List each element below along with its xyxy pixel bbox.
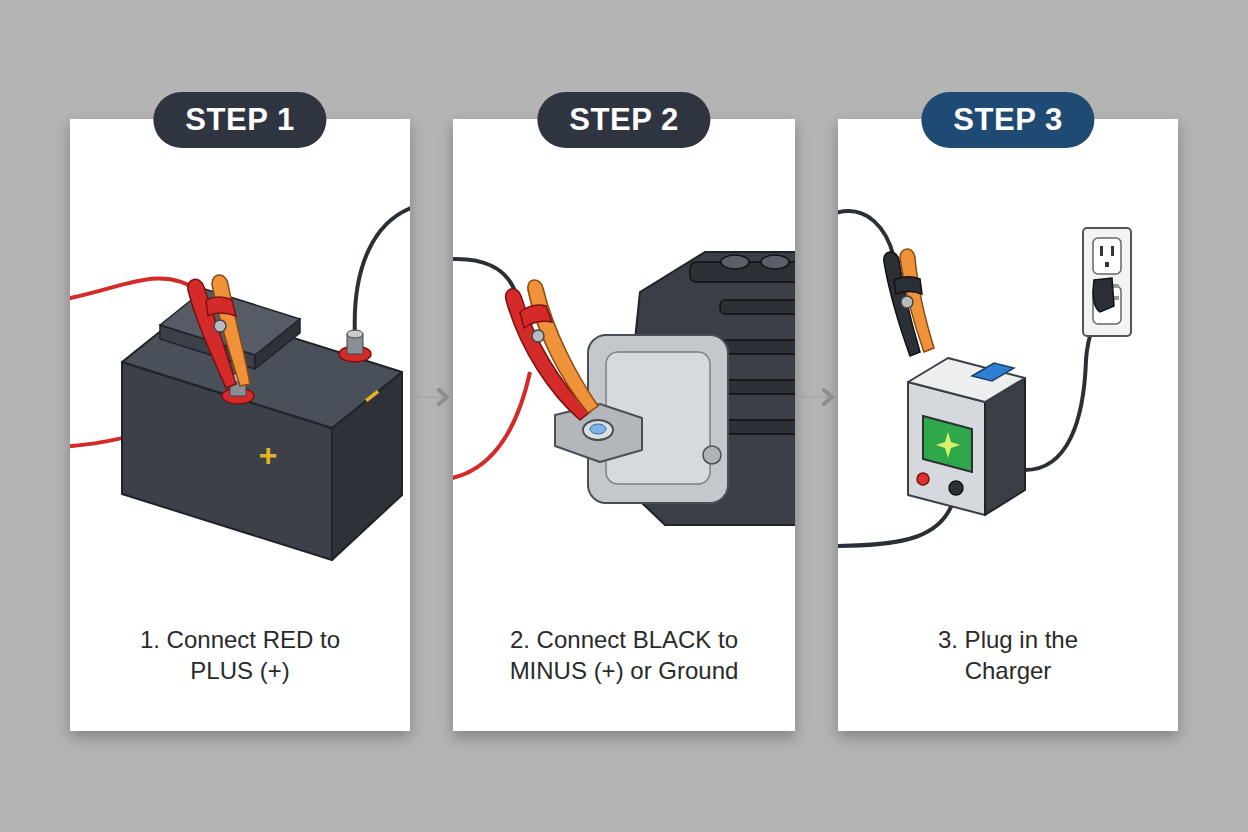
battery-front bbox=[122, 362, 332, 560]
battery-lid bbox=[160, 289, 300, 355]
charge-symbol bbox=[936, 432, 960, 458]
clamp-grip bbox=[520, 305, 552, 328]
outlet-slot bbox=[1105, 262, 1109, 267]
terminal-post bbox=[230, 374, 246, 382]
engine-cap bbox=[761, 255, 789, 269]
clamp-jaw bbox=[900, 249, 934, 352]
clamp-pivot bbox=[901, 296, 913, 308]
plug-prong bbox=[1113, 296, 1119, 300]
charger-port bbox=[949, 481, 963, 495]
red-wire bbox=[70, 279, 200, 300]
engine-block bbox=[620, 252, 795, 525]
red-wire bbox=[453, 372, 530, 480]
step-badge: STEP 1 bbox=[153, 92, 326, 148]
engine-housing bbox=[606, 352, 710, 484]
outlet-socket bbox=[1093, 286, 1121, 324]
clamp-pivot bbox=[214, 320, 226, 332]
charger-display bbox=[972, 363, 1014, 381]
power-cord bbox=[1025, 304, 1108, 470]
clamp-grip bbox=[206, 297, 236, 316]
clamp-jaw bbox=[212, 275, 250, 386]
step-chevron bbox=[795, 396, 838, 398]
battery-top bbox=[122, 306, 402, 428]
charger-button bbox=[917, 473, 929, 485]
wall-outlet bbox=[1083, 228, 1131, 336]
engine-port bbox=[703, 446, 721, 464]
charger-scene bbox=[838, 211, 1131, 546]
charger-screen bbox=[923, 416, 972, 472]
step-badge: STEP 2 bbox=[537, 92, 710, 148]
power-plug bbox=[1093, 278, 1114, 312]
step-panel: STEP 11. Connect RED to PLUS (+) bbox=[70, 119, 410, 731]
engine-rib bbox=[720, 340, 795, 354]
engine-scene bbox=[453, 252, 795, 525]
clamp-jaw bbox=[528, 280, 598, 413]
step-badge: STEP 3 bbox=[921, 92, 1094, 148]
outlet-slot bbox=[1100, 246, 1103, 256]
engine-cap bbox=[721, 255, 749, 269]
terminal-ring bbox=[339, 346, 371, 362]
black-wire bbox=[453, 259, 516, 294]
terminal-ring bbox=[222, 388, 254, 404]
engine-rib bbox=[720, 380, 795, 394]
step-chevron bbox=[410, 396, 453, 398]
black-wire bbox=[838, 211, 894, 258]
step-caption: 1. Connect RED to PLUS (+) bbox=[122, 624, 358, 686]
terminal-post bbox=[230, 378, 246, 396]
clamp-jaw bbox=[884, 252, 920, 356]
ground-bolt bbox=[583, 420, 613, 440]
step-caption: 2. Connect BLACK to MINUS (+) or Ground bbox=[493, 624, 755, 686]
terminal-post bbox=[347, 330, 363, 338]
black-wire bbox=[355, 205, 410, 336]
engine-rib bbox=[720, 420, 795, 434]
clamp-grip bbox=[894, 277, 922, 294]
charger-cable bbox=[838, 490, 956, 546]
clamp-pivot bbox=[532, 330, 544, 342]
plug-prong bbox=[1113, 284, 1119, 288]
battery-lid bbox=[160, 325, 255, 369]
clamp-jaw bbox=[188, 279, 236, 388]
outlet-socket bbox=[1093, 238, 1121, 274]
engine-rib bbox=[720, 300, 795, 314]
outlet-slot bbox=[1111, 246, 1114, 256]
ground-bracket bbox=[555, 404, 642, 462]
charger-side bbox=[985, 378, 1025, 515]
terminal-post bbox=[347, 334, 363, 354]
engine-housing bbox=[588, 335, 728, 503]
red-wire bbox=[70, 372, 228, 447]
battery-side bbox=[332, 372, 402, 560]
step-panel: STEP 33. Plug in the Charger bbox=[838, 119, 1178, 731]
battery-scene bbox=[70, 205, 410, 560]
engine-rib bbox=[690, 262, 795, 282]
step-panel: STEP 22. Connect BLACK to MINUS (+) or G… bbox=[453, 119, 795, 731]
battery-lid bbox=[255, 319, 300, 369]
charger-top bbox=[908, 358, 1025, 402]
clamp-jaw bbox=[506, 289, 590, 420]
ground-bolt bbox=[590, 424, 606, 434]
charger-front bbox=[908, 382, 985, 515]
step-caption: 3. Plug in the Charger bbox=[910, 624, 1106, 686]
